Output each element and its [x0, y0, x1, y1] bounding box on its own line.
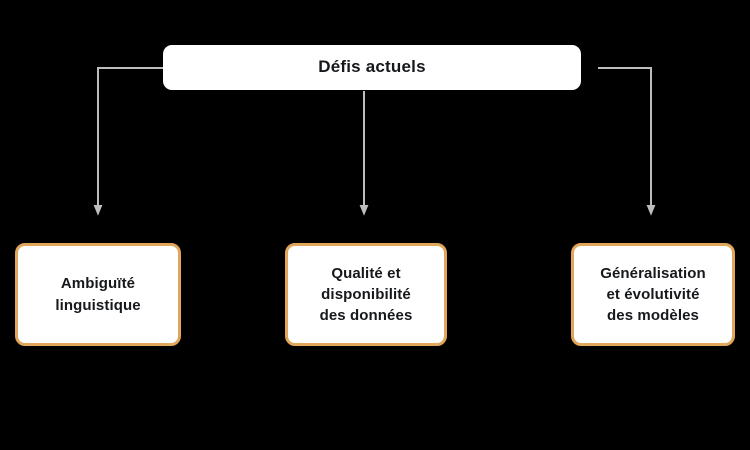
child-node-label-line: Généralisation: [600, 264, 706, 282]
child-node-generalisation-evolutivite-modeles[interactable]: Généralisation et évolutivité des modèle…: [571, 243, 735, 346]
child-node-label-line: linguistique: [55, 296, 141, 314]
child-node-label-line: et évolutivité: [606, 285, 700, 303]
child-node-label: Ambiguïté linguistique: [55, 273, 140, 316]
root-node-defis-actuels[interactable]: Défis actuels: [163, 45, 581, 90]
child-node-label: Qualité et disponibilité des données: [320, 263, 413, 327]
connector-root-to-child-2: [598, 67, 656, 216]
child-node-label-line: disponibilité: [321, 285, 411, 303]
child-node-label-line: des données: [319, 307, 413, 325]
child-node-label: Généralisation et évolutivité des modèle…: [600, 263, 706, 327]
child-node-ambiguite-linguistique[interactable]: Ambiguïté linguistique: [15, 243, 181, 346]
connector-root-to-child-0: [93, 67, 163, 216]
child-node-label-line: des modèles: [607, 307, 699, 325]
child-node-qualite-disponibilite-donnees[interactable]: Qualité et disponibilité des données: [285, 243, 447, 346]
root-node-label: Défis actuels: [318, 57, 426, 77]
child-node-label-line: Qualité et: [331, 264, 401, 282]
child-node-label-line: Ambiguïté: [60, 275, 136, 293]
